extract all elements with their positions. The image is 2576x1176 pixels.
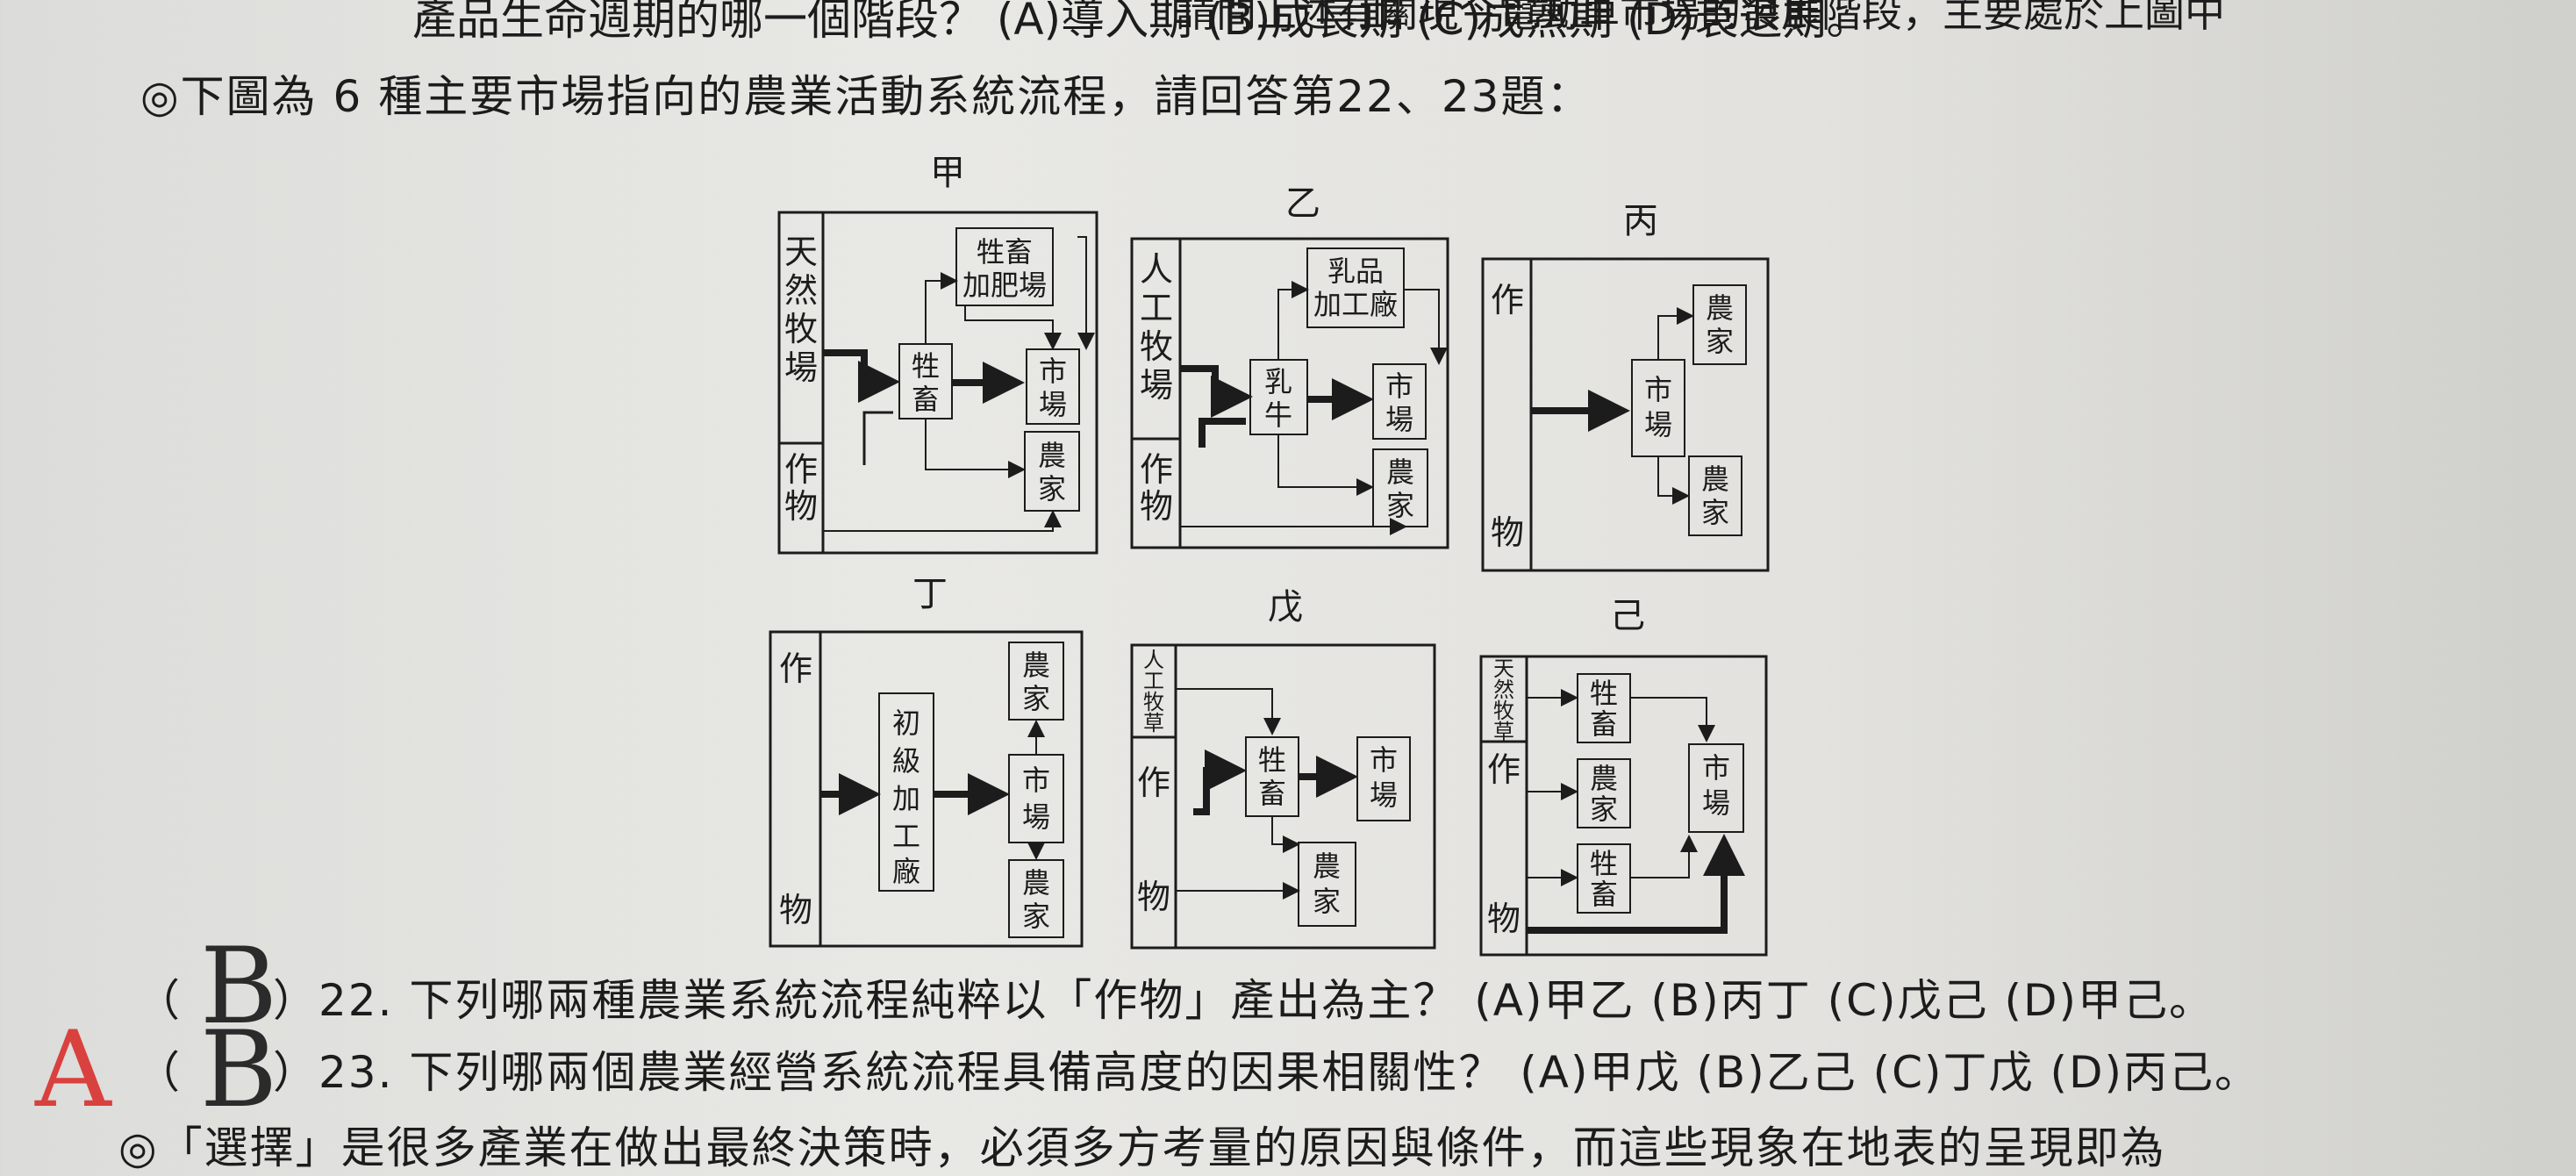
diagram-ding: 丁 作 物 農 家 初 級 加 工 廠 市 場 農 家 (769, 574, 1084, 948)
diagram-wu: 戊 人工牧草 作 物 牲 畜 市 場 農 家 (1130, 587, 1436, 950)
svg-text:初: 初 (892, 706, 920, 740)
svg-text:乙: 乙 (1285, 183, 1320, 224)
svg-text:乳品: 乳品 (1327, 255, 1384, 288)
cut-line-right: 請問上述有關現今電動車市場的發展階段，主要處於上圖中 (1176, 0, 2225, 36)
svg-text:農: 農 (1386, 455, 1414, 489)
svg-text:場: 場 (1370, 778, 1398, 812)
svg-text:市: 市 (1702, 751, 1730, 785)
svg-text:畜: 畜 (1258, 777, 1286, 810)
svg-text:家: 家 (1022, 900, 1050, 933)
svg-text:作: 作 (1137, 764, 1170, 802)
svg-text:農: 農 (1313, 850, 1341, 883)
diagram-title: 甲 (930, 153, 965, 193)
cut-line-left: 產品生命週期的哪一個階段？ (A)導入期 (B)成長期 (C)成熟期 (D)衰退… (412, 0, 1871, 45)
svg-text:人工牧草: 人工牧草 (1143, 648, 1164, 735)
svg-text:場: 場 (1022, 800, 1050, 834)
diagram-yi: 乙 人工牧場 作物 乳品 加工廠 乳 牛 市 場 農 家 (1130, 183, 1449, 549)
svg-text:加: 加 (892, 782, 920, 815)
svg-text:戊: 戊 (1268, 587, 1303, 627)
svg-text:農: 農 (1590, 762, 1618, 795)
svg-text:市: 市 (1022, 764, 1050, 797)
svg-text:市: 市 (1039, 355, 1067, 388)
svg-text:農: 農 (1706, 291, 1734, 325)
intro-text: ◎下圖為 6 種主要市場指向的農業活動系統流程，請回答第22、23題： (140, 71, 1592, 122)
svg-text:己: 己 (1610, 596, 1645, 636)
svg-text:工: 工 (892, 820, 920, 853)
question-23: （ ）23. 下列哪兩個農業經營系統流程具備高度的因果相關性？ (A)甲戊 (B… (136, 1047, 2260, 1098)
svg-text:家: 家 (1313, 885, 1341, 918)
bottom-text: ◎「選擇」是很多產業在做出最終決策時，必須多方考量的原因與條件，而這些現象在地表… (118, 1122, 2166, 1173)
svg-text:牲: 牲 (1590, 677, 1618, 710)
svg-text:場: 場 (1644, 408, 1672, 441)
svg-text:市: 市 (1385, 369, 1413, 403)
svg-text:農: 農 (1701, 463, 1729, 496)
svg-text:乳: 乳 (1264, 365, 1292, 398)
svg-text:丙: 丙 (1623, 201, 1658, 241)
svg-text:農: 農 (1038, 439, 1066, 472)
svg-text:加肥場: 加肥場 (962, 269, 1047, 302)
svg-text:場: 場 (1039, 388, 1067, 421)
svg-text:市: 市 (1370, 743, 1398, 777)
svg-text:家: 家 (1701, 496, 1729, 529)
svg-text:物: 物 (1487, 900, 1521, 938)
svg-text:農: 農 (1022, 649, 1050, 682)
diagram-ji: 己 天然牧草 作 物 牲 畜 農 家 牲 畜 市 場 (1479, 596, 1768, 957)
svg-text:牛: 牛 (1264, 398, 1292, 432)
svg-text:家: 家 (1038, 472, 1066, 506)
svg-text:場: 場 (1702, 786, 1730, 820)
svg-text:家: 家 (1386, 489, 1414, 522)
svg-text:畜: 畜 (1590, 878, 1618, 911)
diagram-bing: 丙 作 物 農 家 市 場 農 家 (1481, 201, 1770, 572)
svg-text:物: 物 (1491, 513, 1524, 552)
svg-text:農: 農 (1022, 866, 1050, 900)
svg-text:家: 家 (1590, 792, 1618, 826)
correction-mark: A (35, 1009, 111, 1131)
svg-text:牲: 牲 (1590, 847, 1618, 880)
svg-text:場: 場 (1385, 403, 1413, 436)
svg-text:丁: 丁 (912, 574, 948, 614)
svg-text:市: 市 (1644, 373, 1672, 406)
svg-text:廠: 廠 (892, 855, 920, 888)
answer-23: B (200, 1009, 278, 1131)
svg-text:作物: 作物 (1140, 450, 1173, 526)
svg-text:加工廠: 加工廠 (1313, 288, 1398, 321)
svg-text:牲: 牲 (1258, 743, 1286, 777)
svg-text:家: 家 (1022, 682, 1050, 715)
svg-text:作: 作 (779, 649, 812, 688)
box-fattening (955, 227, 1054, 306)
svg-text:牲畜: 牲畜 (977, 235, 1033, 269)
question-22: （ ）22. 下列哪兩種農業系統流程純粹以「作物」產出為主？ (A)甲乙 (B)… (136, 975, 2215, 1026)
svg-text:天然牧草: 天然牧草 (1493, 656, 1514, 744)
diagrams-figure: 甲 天然牧場 作物 牲畜 加肥場 牲 畜 市 場 農 家 乙 人工牧場 作物 (769, 153, 1770, 957)
svg-text:物: 物 (779, 891, 812, 929)
svg-text:畜: 畜 (912, 383, 940, 416)
svg-text:作: 作 (1487, 750, 1521, 789)
label-natural-pasture: 天然牧場 (784, 233, 818, 387)
svg-text:畜: 畜 (1590, 707, 1618, 741)
svg-text:作: 作 (1491, 281, 1524, 319)
diagram-jia: 甲 天然牧場 作物 牲畜 加肥場 牲 畜 市 場 農 家 (777, 153, 1098, 555)
svg-text:家: 家 (1706, 325, 1734, 358)
svg-text:物: 物 (1137, 878, 1170, 916)
svg-text:級: 級 (892, 744, 920, 778)
svg-text:牲: 牲 (912, 349, 940, 383)
label-crop: 作物 (784, 450, 818, 526)
svg-text:人工牧場: 人工牧場 (1140, 250, 1173, 405)
answer-22: B (200, 926, 278, 1048)
